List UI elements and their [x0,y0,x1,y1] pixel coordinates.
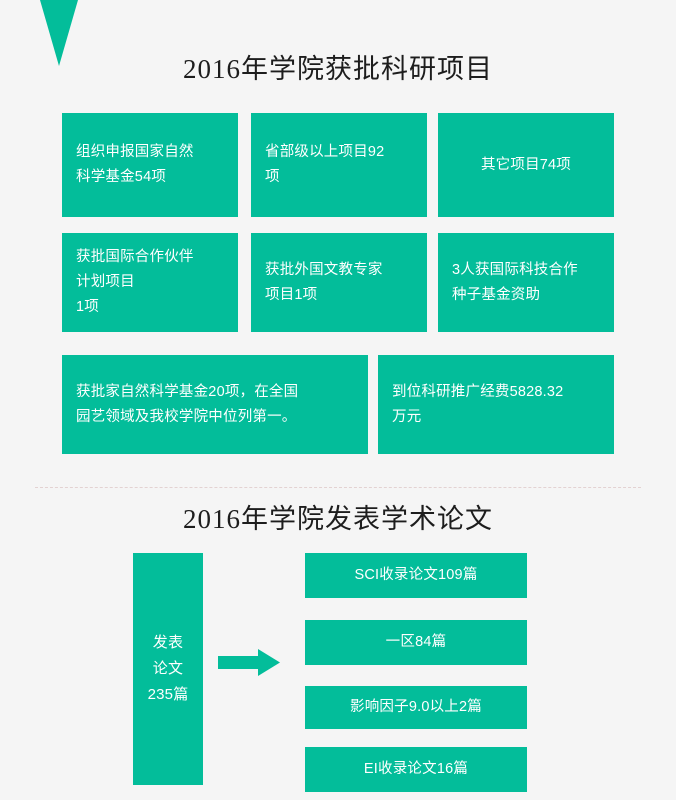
card-other-projects-text: 其它项目74项 [480,156,572,173]
section-title-academic-papers: 2016年学院发表学术论文 [183,504,493,534]
card-international-partnership: 获批国际合作伙伴 计划项目 1项 [62,233,238,332]
right-arrow-icon [218,649,280,676]
card-ei-papers: EI收录论文16篇 [305,747,527,792]
section-title-research-projects: 2016年学院获批科研项目 [183,54,493,84]
card-nsfc-application-text: 组织申报国家自然 科学基金54项 [76,144,194,185]
card-seed-fund-grant: 3人获国际科技合作 种子基金资助 [438,233,614,332]
card-nsfc-granted-rank: 获批家自然科学基金20项，在全国 园艺领域及我校学院中位列第一。 [62,355,368,454]
card-ei-papers-text: EI收录论文16篇 [363,761,469,777]
card-high-impact-factor-papers: 影响因子9.0以上2篇 [305,686,527,729]
card-total-published-papers: 发表 论文 235篇 [133,553,203,785]
card-provincial-level-projects-text: 省部级以上项目92 项 [265,144,385,185]
card-foreign-expert-project-text: 获批外国文教专家 项目1项 [265,261,383,303]
card-q1-papers: 一区84篇 [305,620,527,665]
card-foreign-expert-project: 获批外国文教专家 项目1项 [251,233,427,332]
section-divider [35,487,641,489]
triangle-decoration-icon [40,0,78,66]
card-nsfc-granted-rank-text: 获批家自然科学基金20项，在全国 园艺领域及我校学院中位列第一。 [76,383,299,425]
card-provincial-level-projects: 省部级以上项目92 项 [251,113,427,217]
card-sci-papers: SCI收录论文109篇 [305,553,527,598]
card-sci-papers-text: SCI收录论文109篇 [354,567,478,583]
card-seed-fund-grant-text: 3人获国际科技合作 种子基金资助 [452,261,578,303]
card-research-funding-received: 到位科研推广经费5828.32 万元 [378,355,614,454]
card-total-published-papers-text: 发表 论文 235篇 [147,634,189,703]
card-q1-papers-text: 一区84篇 [385,634,447,650]
card-nsfc-application: 组织申报国家自然 科学基金54项 [62,113,238,217]
card-high-impact-factor-papers-text: 影响因子9.0以上2篇 [350,699,482,715]
card-research-funding-received-text: 到位科研推广经费5828.32 万元 [392,383,564,425]
card-international-partnership-text: 获批国际合作伙伴 计划项目 1项 [76,249,194,315]
card-other-projects: 其它项目74项 [438,113,614,217]
